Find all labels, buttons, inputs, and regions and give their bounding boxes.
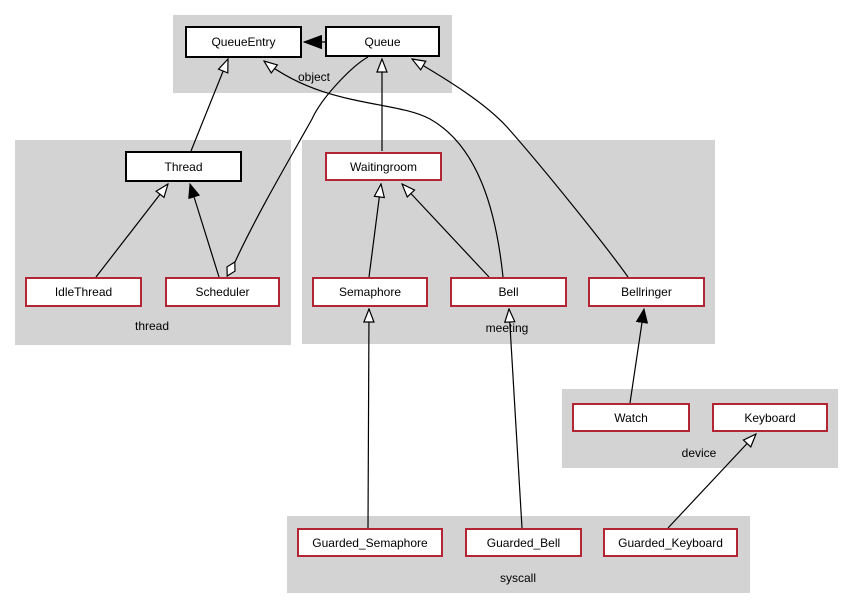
class-node-semaphore[interactable]: Semaphore	[312, 277, 428, 307]
edge-idlethread-inherits-thread	[95, 184, 168, 278]
class-node-waitingroom[interactable]: Waitingroom	[325, 152, 442, 181]
edge-bell-inherits-queueentry	[264, 61, 504, 278]
edge-guardedbell-inherits-bell	[509, 309, 523, 529]
cluster-label-object: object	[297, 70, 331, 84]
aggregation-diamond	[226, 260, 236, 278]
class-node-guarded-semaphore[interactable]: Guarded_Semaphore	[297, 528, 443, 557]
edge-semaphore-inherits-waitingroom	[368, 184, 381, 278]
class-node-bellringer[interactable]: Bellringer	[588, 277, 705, 307]
cluster-label-thread: thread	[134, 319, 170, 333]
class-node-watch[interactable]: Watch	[572, 403, 690, 432]
class-node-guarded-bell[interactable]: Guarded_Bell	[465, 528, 582, 557]
cluster-label-syscall: syscall	[499, 571, 537, 585]
class-node-queueentry[interactable]: QueueEntry	[185, 26, 302, 58]
edge-bellringer-inherits-queue	[412, 59, 629, 278]
class-node-queue[interactable]: Queue	[325, 26, 440, 57]
edge-scheduler-aggregates-queue	[234, 56, 369, 263]
cluster-label-device: device	[681, 446, 717, 460]
edge-guardedkeyboard-inherits-keyboard	[667, 434, 756, 529]
cluster-label-meeting: meeting	[485, 321, 529, 335]
class-node-scheduler[interactable]: Scheduler	[165, 277, 280, 307]
class-node-idlethread[interactable]: IdleThread	[25, 277, 142, 307]
class-node-thread[interactable]: Thread	[125, 151, 242, 182]
edge-bell-inherits-waitingroom	[402, 184, 490, 278]
edge-guardedsemaphore-inherits-semaphore	[368, 309, 369, 529]
class-node-keyboard[interactable]: Keyboard	[712, 403, 828, 432]
class-node-guarded-keyboard[interactable]: Guarded_Keyboard	[603, 528, 738, 557]
edge-scheduler-uses-thread	[190, 184, 220, 278]
class-node-bell[interactable]: Bell	[450, 277, 567, 307]
edge-watch-uses-bellringer	[629, 309, 644, 404]
edge-thread-inherits-queueentry	[190, 59, 228, 152]
